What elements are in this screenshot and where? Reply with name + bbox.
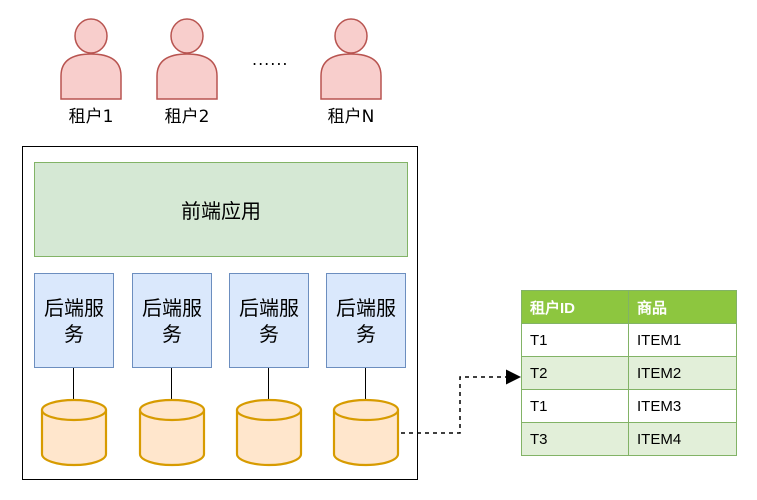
tenant-label: 租户2 — [164, 107, 210, 127]
user-icon — [320, 18, 382, 100]
table-row: T1 ITEM1 — [521, 323, 737, 357]
table-row: T1 ITEM3 — [521, 389, 737, 423]
tenant-1: 租户1 — [46, 14, 136, 127]
table-cell: T2 — [521, 356, 629, 390]
table-cell: ITEM2 — [628, 356, 737, 390]
database-icon — [235, 398, 303, 467]
tenant-label: 租户N — [327, 107, 375, 127]
table-cell: ITEM4 — [628, 422, 737, 456]
table-header-row: 租户ID 商品 — [521, 290, 737, 324]
database-icon — [40, 398, 108, 467]
tenant-2: 租户2 — [142, 14, 232, 127]
tenant-n: 租户N — [306, 14, 396, 127]
table-cell: T1 — [521, 323, 629, 357]
table-cell: T3 — [521, 422, 629, 456]
backend-service: 后端服务 — [229, 273, 309, 368]
ellipsis: ...... — [252, 50, 289, 69]
connector-line — [365, 368, 366, 401]
user-icon — [156, 18, 218, 100]
connector-line — [268, 368, 269, 401]
backend-label: 后端服务 — [239, 295, 299, 346]
backend-label: 后端服务 — [336, 295, 396, 346]
backend-service: 后端服务 — [34, 273, 114, 368]
backend-service: 后端服务 — [326, 273, 406, 368]
backend-label: 后端服务 — [142, 295, 202, 346]
table-header-cell: 租户ID — [521, 290, 629, 324]
table-cell: ITEM3 — [628, 389, 737, 423]
table-row: T3 ITEM4 — [521, 422, 737, 456]
frontend-app: 前端应用 — [34, 162, 408, 257]
table-header-cell: 商品 — [628, 290, 737, 324]
tenant-label: 租户1 — [68, 107, 114, 127]
tenant-data-table: 租户ID 商品 T1 ITEM1 T2 ITEM2 T1 ITEM3 T3 IT… — [521, 290, 737, 456]
user-icon — [60, 18, 122, 100]
table-cell: ITEM1 — [628, 323, 737, 357]
table-cell: T1 — [521, 389, 629, 423]
system-container — [22, 146, 418, 480]
connector-line — [73, 368, 74, 401]
backend-label: 后端服务 — [44, 295, 104, 346]
database-icon — [332, 398, 400, 467]
database-icon — [138, 398, 206, 467]
backend-service: 后端服务 — [132, 273, 212, 368]
connector-line — [171, 368, 172, 401]
table-row: T2 ITEM2 — [521, 356, 737, 390]
frontend-label: 前端应用 — [181, 199, 261, 223]
